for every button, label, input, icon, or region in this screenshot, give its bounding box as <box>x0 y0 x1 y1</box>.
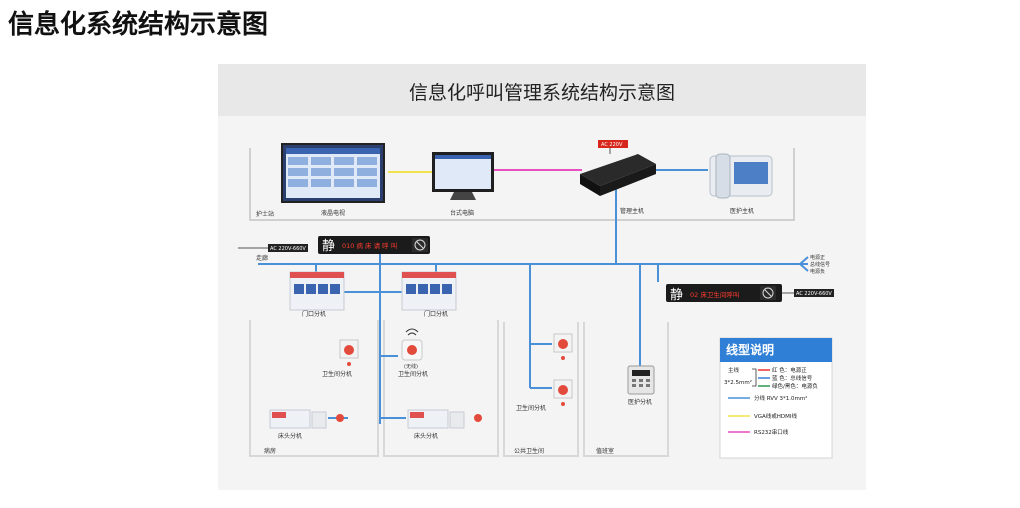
ward-outline-1 <box>249 320 379 457</box>
bus-output-power-minus: 电源负 <box>810 268 825 275</box>
bed-unit-2-device <box>407 409 482 429</box>
zone-ward: 病房 <box>264 447 276 455</box>
nurse-station-outline <box>249 148 795 221</box>
led-display-1 <box>318 236 430 254</box>
toilet-unit-3-device <box>553 333 573 406</box>
legend-branch: 分线 RVV 3*1.0mm² <box>754 394 807 402</box>
diagram-canvas: 护士站 走廊 病房 公共卫生间 值班室 <box>238 140 834 459</box>
desktop-pc-device <box>432 152 494 200</box>
zone-nurse-station: 护士站 <box>256 210 274 218</box>
led-1-power-box <box>268 244 308 252</box>
led-2-text: 02 床卫生间呼叫 <box>690 290 739 299</box>
toilet-unit-3-label: 卫生间分机 <box>516 404 546 412</box>
door-unit-2-label: 门口分机 <box>424 310 448 318</box>
led-2-power-label: AC 220V-660V <box>796 291 832 297</box>
host-power-tag <box>598 140 628 148</box>
toilet-unit-2-label: 卫生间分机 <box>398 370 428 378</box>
door-unit-2-device <box>401 271 457 311</box>
bed-unit-1-label: 床头分机 <box>278 432 302 440</box>
management-host-label: 管理主机 <box>620 207 644 215</box>
legend-title: 线型说明 <box>726 342 774 357</box>
zone-duty-room: 值班室 <box>596 447 614 455</box>
toilet-unit-1-label: 卫生间分机 <box>322 370 352 378</box>
duty-room-outline <box>583 322 669 457</box>
host-power-label: AC 220V <box>601 142 623 148</box>
medical-host-label: 医护主机 <box>730 207 754 215</box>
ward-outline-2 <box>383 320 499 457</box>
management-host-device <box>580 154 656 196</box>
wireless-toilet-unit-device <box>401 328 423 361</box>
diagram-title: 信息化呼叫管理系统结构示意图 <box>408 82 675 104</box>
public-toilet-outline <box>503 322 579 457</box>
led-2-power-box <box>794 289 834 297</box>
bed-unit-2-label: 床头分机 <box>414 432 438 440</box>
legend-main-spec: 3*2.5mm² <box>724 379 752 386</box>
lcd-tv-device <box>281 143 385 203</box>
page-title: 信息化系统结构示意图 <box>8 10 269 40</box>
led-1-text: 010 病 床 请 呼 叫 <box>342 241 397 250</box>
door-unit-1-label: 门口分机 <box>302 310 326 318</box>
desktop-pc-label: 台式电脑 <box>450 209 474 217</box>
wireless-note: (无线) <box>404 363 418 370</box>
system-diagram: 信息化呼叫管理系统结构示意图 护士站 走廊 病房 公共卫生间 值班室 <box>218 64 866 490</box>
bus-output-power-plus: 电源正 <box>810 254 825 261</box>
nurse-unit-label: 医护分机 <box>628 398 652 406</box>
lcd-tv-label: 液晶电视 <box>321 209 345 217</box>
led-1-glyph: 静 <box>322 239 335 254</box>
toilet-unit-1-device <box>339 339 359 366</box>
medical-host-device <box>709 153 773 199</box>
legend-main-label: 主线 <box>728 366 740 374</box>
zone-public-toilet: 公共卫生间 <box>514 447 544 455</box>
led-display-2 <box>666 284 782 302</box>
legend-main-item-red: 红 色：电源正 <box>772 366 807 374</box>
led-2-glyph: 静 <box>670 288 683 303</box>
bus-output-signal: 总线信号 <box>810 261 830 268</box>
diagram-header <box>218 64 866 116</box>
legend-main-item-green: 绿色/黑色：电源负 <box>772 382 818 390</box>
bed-unit-1-device <box>269 409 344 429</box>
led-1-power-label: AC 220V-660V <box>270 246 306 252</box>
legend-main-item-blue: 蓝 色：总线信号 <box>772 374 813 382</box>
door-unit-1-device <box>289 271 345 311</box>
legend-vga: VGA线或HDMI线 <box>754 412 798 420</box>
legend-rs232: RS232串口线 <box>754 428 789 436</box>
nurse-unit-device <box>627 365 655 395</box>
zone-corridor: 走廊 <box>256 254 268 262</box>
